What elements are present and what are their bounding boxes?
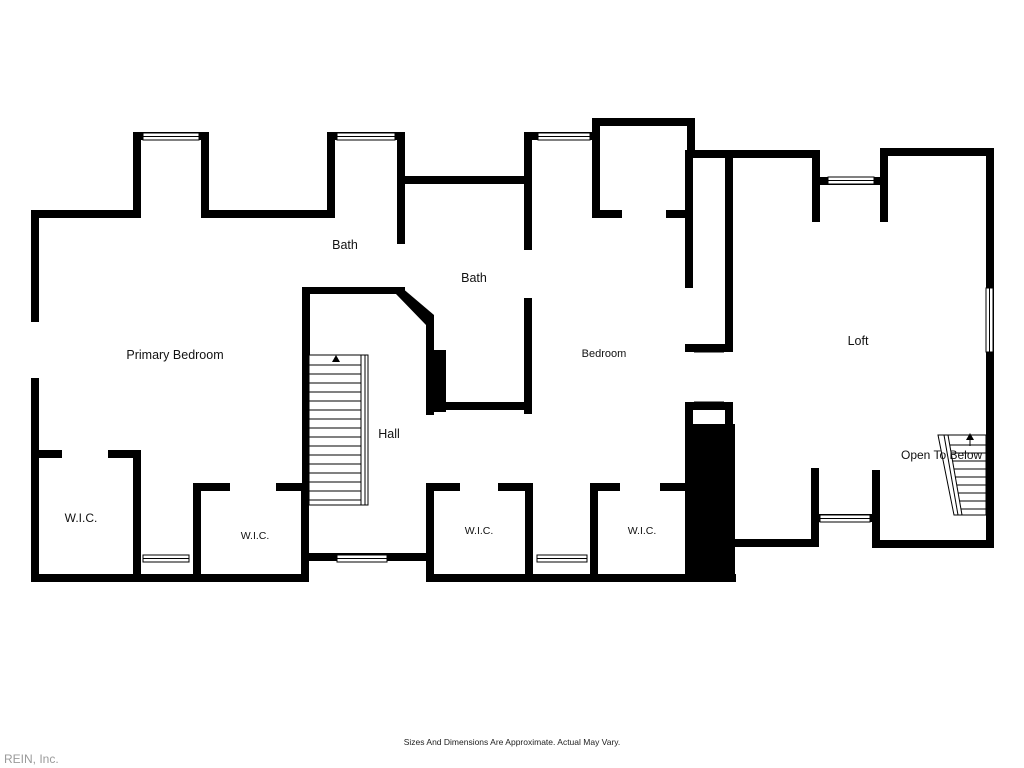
room-label-wic-bedroom: W.I.C. xyxy=(628,525,657,537)
room-label-wic-primary-2: W.I.C. xyxy=(241,530,270,542)
window xyxy=(142,554,190,563)
room-label-bath-primary: Bath xyxy=(332,238,358,252)
window xyxy=(537,132,591,141)
room-label-wic-primary: W.I.C. xyxy=(65,511,98,525)
window xyxy=(142,132,200,141)
watermark-text: REIN, Inc. xyxy=(4,752,59,766)
window xyxy=(336,132,396,141)
hall-staircase xyxy=(308,354,369,506)
room-label-loft: Loft xyxy=(848,334,869,348)
window xyxy=(827,176,875,185)
windows xyxy=(142,132,994,563)
window xyxy=(336,554,388,563)
window xyxy=(985,287,994,353)
room-label-bedroom: Bedroom xyxy=(582,348,627,360)
room-label-wic-hall: W.I.C. xyxy=(465,525,494,537)
openings xyxy=(30,209,734,492)
loft-staircase xyxy=(937,433,987,516)
window xyxy=(536,554,588,563)
room-label-hall: Hall xyxy=(378,427,400,441)
window xyxy=(819,514,871,523)
room-label-open-to-below: Open To Below xyxy=(901,448,982,462)
room-labels: Primary Bedroom Bath Bath Hall Bedroom L… xyxy=(65,238,983,542)
stair-direction-arrow-icon xyxy=(966,433,974,440)
disclaimer-text: Sizes And Dimensions Are Approximate. Ac… xyxy=(403,737,621,747)
room-label-primary-bedroom: Primary Bedroom xyxy=(126,348,223,362)
room-label-bath-hall: Bath xyxy=(461,271,487,285)
stair-direction-arrow-icon xyxy=(332,355,340,362)
